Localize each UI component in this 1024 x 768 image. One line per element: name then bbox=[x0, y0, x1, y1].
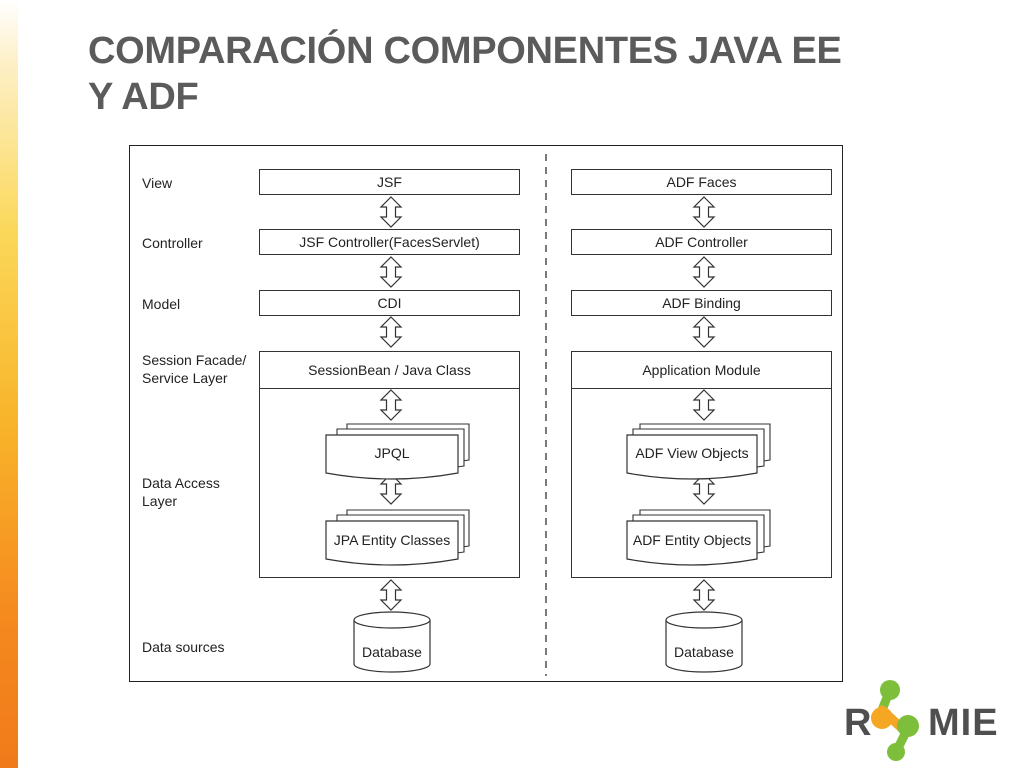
layer-label-data-sources: Data sources bbox=[142, 639, 225, 655]
arrow-controller-cdi bbox=[380, 256, 402, 288]
arrow-jsf-controller bbox=[380, 196, 402, 228]
layer-label-session-line2: Service Layer bbox=[142, 370, 228, 386]
arrow-binding-appmodule bbox=[693, 316, 715, 348]
layer-label-controller: Controller bbox=[142, 235, 203, 251]
layer-label-data-access: Data Access Layer bbox=[142, 474, 220, 510]
layer-label-session: Session Facade/ Service Layer bbox=[142, 351, 246, 387]
roomie-logo-mark bbox=[871, 680, 919, 761]
logo-letters-mie: MIE bbox=[928, 702, 999, 744]
javaee-database-label: Database bbox=[362, 644, 422, 660]
layer-label-data-access-line2: Layer bbox=[142, 493, 178, 509]
adf-controller-box: ADF Controller bbox=[571, 229, 832, 255]
adf-session-container: Application Module bbox=[571, 351, 832, 578]
adf-database-cylinder bbox=[665, 611, 743, 673]
diagram-graphics bbox=[325, 154, 771, 676]
javaee-session-container: SessionBean / Java Class bbox=[259, 351, 520, 578]
roomie-logo: R MIE bbox=[842, 676, 1017, 762]
arrow-faces-controller bbox=[693, 196, 715, 228]
arrow-controller-binding bbox=[693, 256, 715, 288]
accent-sidebar-bar bbox=[0, 0, 18, 768]
slide-title-line2: Y ADF bbox=[88, 76, 199, 118]
adf-database-label: Database bbox=[674, 644, 734, 660]
layer-label-view: View bbox=[142, 175, 173, 191]
javaee-model-box: CDI bbox=[259, 290, 520, 316]
logo-letter-r: R bbox=[844, 702, 873, 744]
adf-model-box: ADF Binding bbox=[571, 290, 832, 316]
adf-view-box: ADF Faces bbox=[571, 169, 832, 195]
jpa-document-shape bbox=[325, 520, 459, 566]
vo-document-shape bbox=[626, 434, 758, 480]
slide-title-line1: COMPARACIÓN COMPONENTES JAVA EE bbox=[88, 30, 842, 72]
arrow-cdi-session bbox=[380, 316, 402, 348]
javaee-session-box: SessionBean / Java Class bbox=[260, 352, 519, 389]
javaee-database-cylinder bbox=[353, 611, 431, 673]
adf-query-label: ADF View Objects bbox=[635, 445, 749, 461]
layer-label-data-access-line1: Data Access bbox=[142, 475, 220, 491]
architecture-diagram: View Controller Model Session Facade/ Se… bbox=[129, 145, 843, 682]
slide-title: COMPARACIÓN COMPONENTES JAVA EE Y ADF bbox=[88, 28, 968, 120]
jpql-document-shape bbox=[325, 434, 459, 480]
javaee-controller-box: JSF Controller(FacesServlet) bbox=[259, 229, 520, 255]
arrow-eo-database bbox=[693, 579, 715, 611]
javaee-query-label: JPQL bbox=[374, 445, 410, 461]
javaee-view-box: JSF bbox=[259, 169, 520, 195]
javaee-entity-label: JPA Entity Classes bbox=[333, 532, 451, 548]
arrow-entity-database bbox=[380, 579, 402, 611]
adf-session-box: Application Module bbox=[572, 352, 831, 389]
layer-label-session-line1: Session Facade/ bbox=[142, 352, 247, 368]
adf-entity-label: ADF Entity Objects bbox=[632, 532, 752, 548]
eo-document-shape bbox=[626, 520, 758, 566]
layer-label-model: Model bbox=[142, 296, 181, 312]
